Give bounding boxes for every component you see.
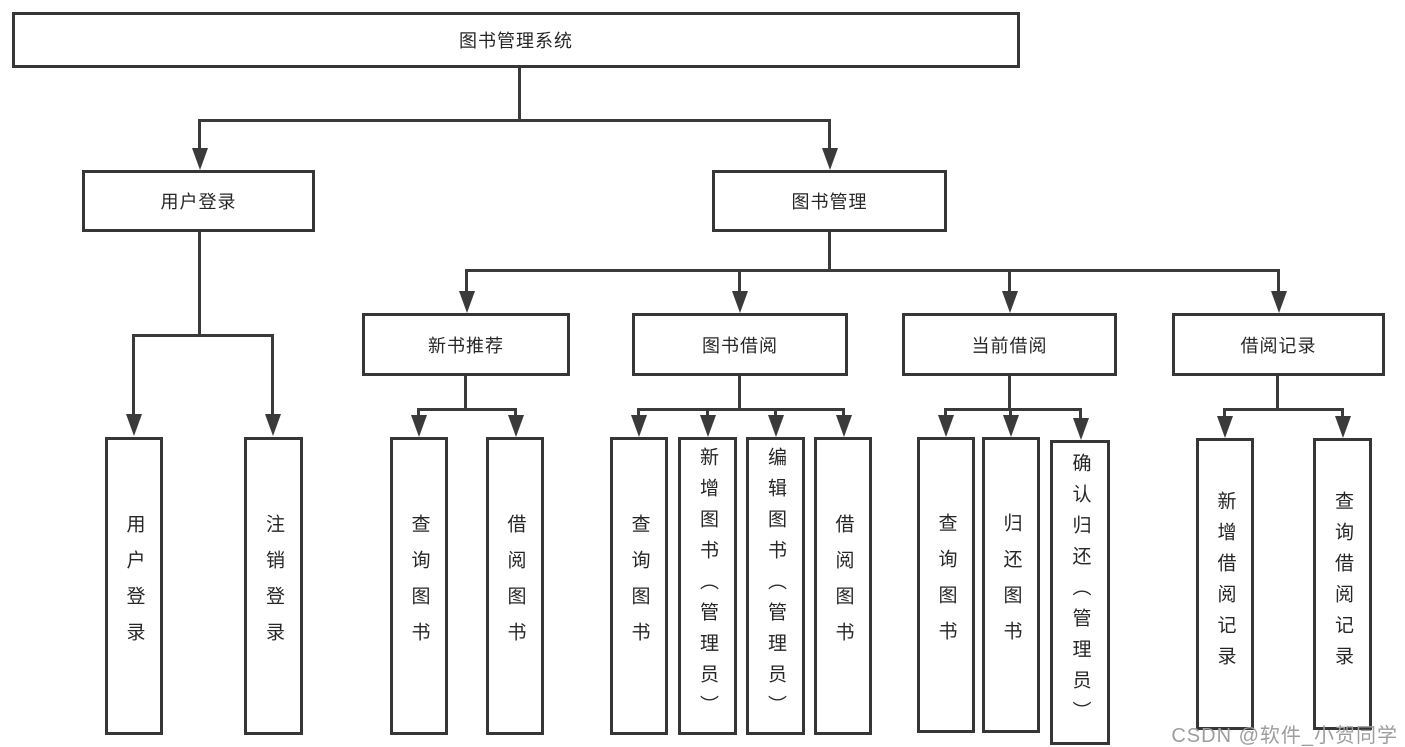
leaf-bb-borrow-book: 借阅图书 [814,437,872,735]
connector-drop-cb-query [944,408,947,418]
connector-drop-bb-edit [774,408,777,418]
leaf-bb-borrow-book-label: 借阅图书 [832,514,854,658]
arrowhead-nbr-borrow [508,415,524,437]
arrowhead-cb-confirm [1073,418,1089,440]
connector-bookmgmt-bus [465,269,1280,272]
leaf-bb-edit-book-admin: 编辑图书（管理员） [746,437,805,735]
csdn-watermark: CSDN @软件_小贺同学 [1171,725,1398,747]
node-user-login: 用户登录 [82,170,315,232]
node-book-borrow: 图书借阅 [632,313,848,376]
connector-drop-cb-confirm [1079,408,1082,420]
node-book-management-label: 图书管理 [791,192,868,212]
connector-root-stem [518,68,521,120]
connector-drop-user-login [198,119,201,151]
connector-nbr-stem [464,376,467,410]
connector-cb-bus [944,408,1082,411]
connector-userlogin-bus [132,334,274,337]
node-borrow-record: 借阅记录 [1172,313,1385,376]
connector-drop-bb-query [637,408,640,418]
node-current-borrow-label: 当前借阅 [971,335,1048,356]
connector-drop-current-borrow [1008,269,1011,293]
arrowhead-leaf-logout [265,414,281,436]
leaf-cb-confirm-return-admin: 确认归还（管理员） [1050,440,1110,745]
arrowhead-book-borrow [732,291,748,313]
connector-drop-nbr-borrow [514,408,517,418]
leaf-bb-add-book-admin: 新增图书（管理员） [678,437,737,735]
connector-drop-book-borrow [738,269,741,293]
leaf-br-add-record-label: 新增借阅记录 [1214,491,1236,677]
arrowhead-borrow-record [1271,291,1287,313]
leaf-bb-add-book-admin-label: 新增图书（管理员） [697,446,718,726]
arrowhead-current-borrow [1002,291,1018,313]
arrowhead-book-mgmt [822,148,838,170]
connector-drop-bb-borrow [842,408,845,418]
leaf-bb-edit-book-admin-label: 编辑图书（管理员） [765,446,786,726]
leaf-cb-query-book: 查询图书 [917,437,975,733]
leaf-nbr-borrow-book-label: 借阅图书 [504,514,526,658]
leaf-cb-confirm-return-admin-label: 确认归还（管理员） [1069,453,1091,732]
arrowhead-nbr-query [411,415,427,437]
arrowhead-br-add [1217,416,1233,438]
node-current-borrow: 当前借阅 [902,313,1117,376]
leaf-logout-label: 注销登录 [263,514,284,658]
connector-cb-stem [1008,376,1011,410]
connector-drop-leaf-login [132,334,135,416]
connector-root-bus [199,119,831,122]
leaf-br-add-record: 新增借阅记录 [1196,438,1254,730]
connector-br-bus [1223,408,1344,411]
node-user-login-label: 用户登录 [160,192,237,212]
node-root-label: 图书管理系统 [459,31,573,51]
leaf-cb-return-book: 归还图书 [982,437,1040,733]
leaf-nbr-query-book: 查询图书 [390,437,448,735]
arrowhead-new-book [459,291,475,313]
node-root: 图书管理系统 [12,12,1020,68]
connector-drop-br-query [1341,408,1344,419]
leaf-br-query-record: 查询借阅记录 [1313,438,1372,730]
node-new-book-recommend: 新书推荐 [362,313,570,376]
connector-drop-borrow-record [1277,269,1280,293]
connector-drop-new-book [465,269,468,293]
connector-drop-nbr-query [417,408,420,418]
connector-userlogin-stem [198,232,201,337]
node-new-book-recommend-label: 新书推荐 [428,335,504,356]
leaf-user-login-label: 用户登录 [123,514,145,658]
connector-drop-leaf-logout [271,334,274,416]
arrowhead-leaf-login [126,414,142,436]
arrowhead-bb-edit [768,415,784,437]
leaf-nbr-borrow-book: 借阅图书 [486,437,544,735]
arrowhead-bb-borrow [836,415,852,437]
arrowhead-br-query [1335,416,1351,438]
connector-br-stem [1276,376,1279,410]
arrowhead-bb-add [700,415,716,437]
leaf-user-login: 用户登录 [105,437,163,735]
arrowhead-cb-return [1003,415,1019,437]
connector-bookmgmt-stem [828,232,831,272]
connector-nbr-bus [417,408,517,411]
leaf-cb-query-book-label: 查询图书 [935,513,957,657]
node-book-management: 图书管理 [712,170,947,232]
connector-drop-bb-add [706,408,709,418]
connector-drop-br-add [1223,408,1226,419]
leaf-cb-return-book-label: 归还图书 [1000,513,1022,657]
node-book-borrow-label: 图书借阅 [702,335,778,356]
arrowhead-bb-query [631,415,647,437]
connector-bb-bus [637,408,845,411]
connector-bb-stem [738,376,741,410]
leaf-bb-query-book: 查询图书 [610,437,668,735]
arrowhead-user-login [192,148,208,170]
arrowhead-cb-query [938,415,954,437]
leaf-nbr-query-book-label: 查询图书 [408,514,430,658]
leaf-logout: 注销登录 [244,437,303,735]
connector-drop-cb-return [1009,408,1012,418]
connector-drop-book-mgmt [828,119,831,151]
leaf-bb-query-book-label: 查询图书 [628,514,650,658]
leaf-br-query-record-label: 查询借阅记录 [1332,491,1353,677]
node-borrow-record-label: 借阅记录 [1240,335,1317,356]
